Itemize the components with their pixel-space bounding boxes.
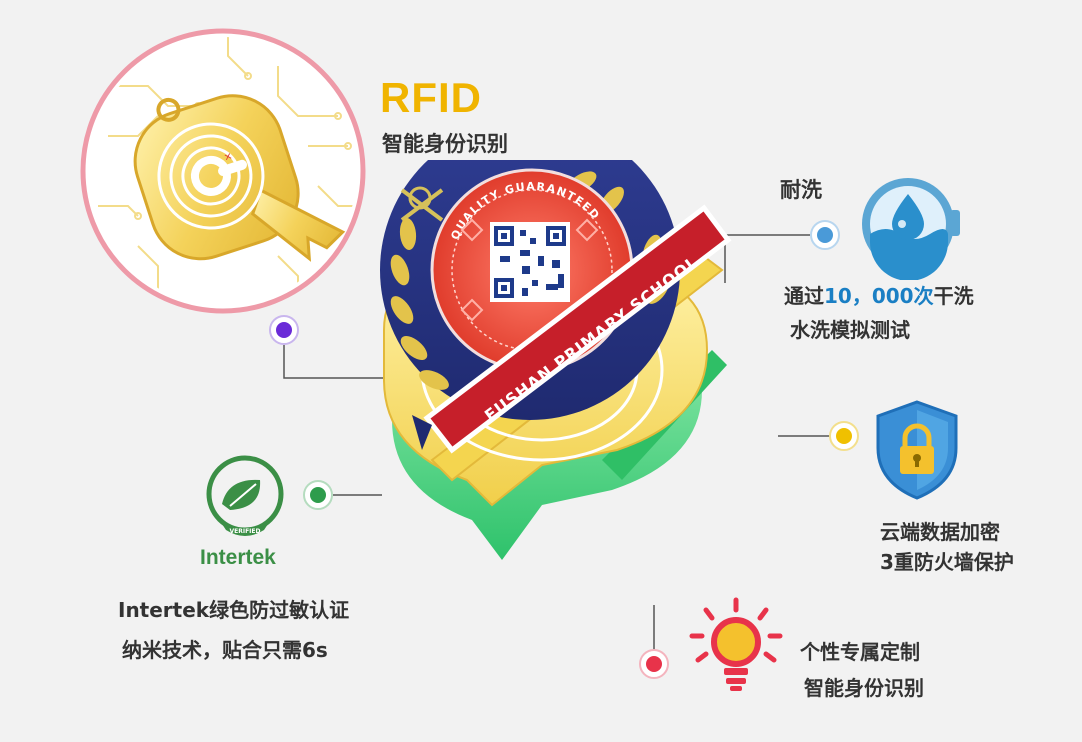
custom-line2: 智能身份识别 bbox=[804, 676, 924, 700]
school-badge: QUALITY GUARANTEED FUSHAN PRIMARY SCHOOL bbox=[380, 160, 732, 560]
yellow-dot bbox=[836, 428, 852, 444]
intertek-connector bbox=[303, 480, 382, 510]
security-line1: 云端数据加密 bbox=[880, 520, 1000, 544]
wash-line1-prefix: 通过 bbox=[784, 284, 824, 308]
svg-text:×: × bbox=[223, 151, 234, 164]
security-connector bbox=[778, 421, 859, 451]
water-drop-icon bbox=[862, 178, 960, 280]
green-dot bbox=[310, 487, 326, 503]
wash-title: 耐洗 bbox=[780, 178, 822, 202]
intertek-line2: 纳米技术，贴合只需6s bbox=[122, 638, 328, 662]
red-dot bbox=[646, 656, 662, 672]
wash-count: 10，000次 bbox=[824, 284, 934, 308]
intertek-brand: Intertek bbox=[200, 546, 276, 569]
rfid-chip-illustration: × bbox=[80, 28, 366, 314]
verified-text: VERIFIED bbox=[229, 528, 260, 535]
wash-line1-suffix: 干洗 bbox=[933, 284, 974, 308]
wash-line1: 通过10，000次干洗 bbox=[784, 280, 974, 309]
shield-lock-icon bbox=[876, 400, 958, 500]
lightbulb-icon bbox=[689, 597, 783, 691]
custom-connector bbox=[639, 605, 669, 679]
intertek-line1: Intertek绿色防过敏认证 bbox=[118, 598, 350, 622]
rfid-title: RFID bbox=[380, 74, 482, 121]
purple-dot bbox=[276, 322, 292, 338]
security-line2: 3重防火墙保护 bbox=[880, 550, 1014, 574]
qr-code bbox=[490, 222, 570, 302]
wash-connector bbox=[724, 220, 840, 283]
leaf-certification-icon: VERIFIED bbox=[206, 455, 284, 536]
custom-line1: 个性专属定制 bbox=[800, 640, 920, 664]
rfid-connector bbox=[269, 315, 392, 379]
blue-dot bbox=[817, 227, 833, 243]
wash-line2: 水洗模拟测试 bbox=[790, 318, 910, 342]
rfid-subtitle: 智能身份识别 bbox=[382, 132, 508, 156]
